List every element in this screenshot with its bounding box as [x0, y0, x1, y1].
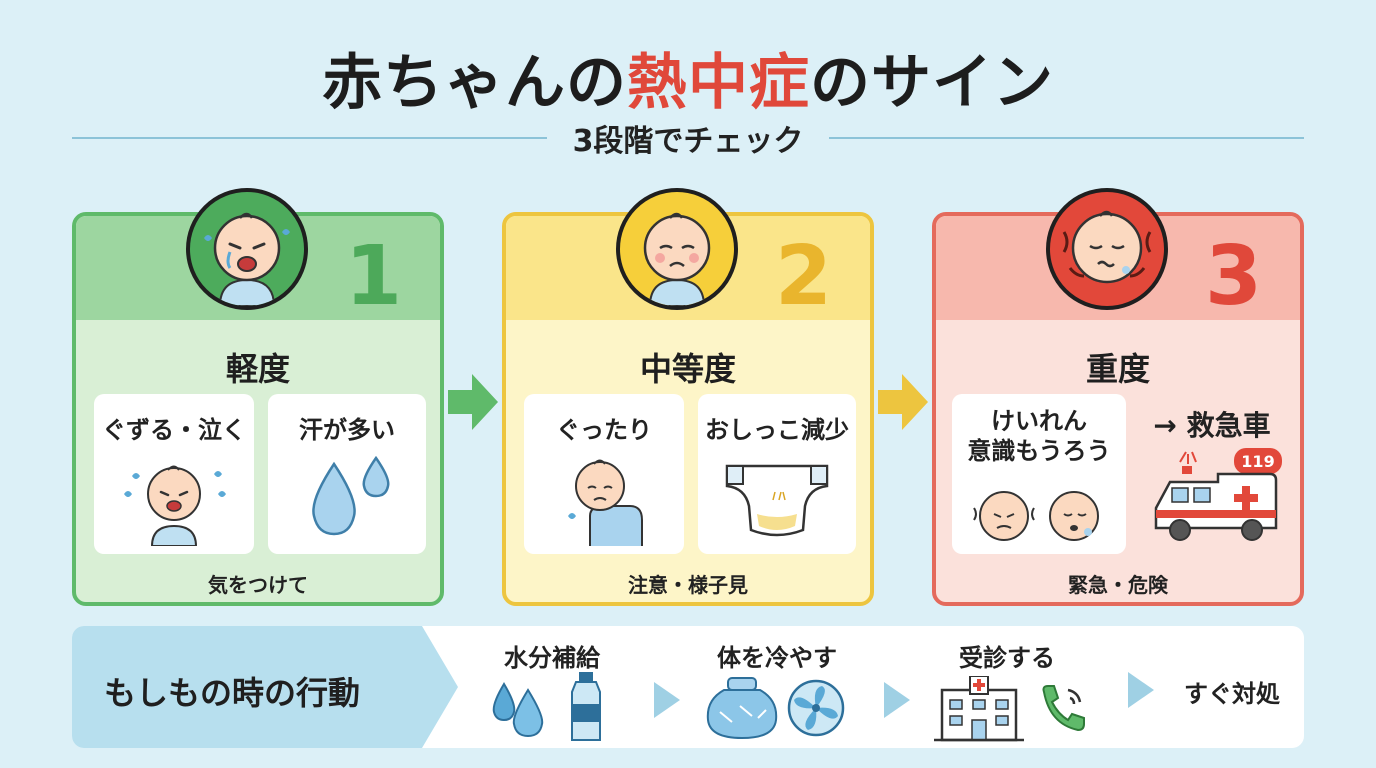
stage-card-mild: 1 軽度 ぐずる・泣く 汗が多い 気をつけて: [72, 188, 444, 606]
crying-baby-icon: [124, 465, 226, 546]
stage-level: 重度: [1085, 350, 1150, 388]
page-title: 赤ちゃんの熱中症のサイン: [0, 34, 1376, 121]
sign-label: ぐったり: [556, 416, 652, 444]
stage-number: 2: [774, 229, 832, 324]
actions-heading-chevron: [72, 626, 458, 748]
divider-right: [829, 137, 1304, 139]
stage-level: 中等度: [639, 350, 736, 388]
sweat-drops-icon: [312, 455, 390, 536]
title-highlight: 熱中症: [627, 48, 810, 118]
title-prefix: 赤ちゃんの: [322, 48, 627, 118]
stage-number: 1: [344, 229, 402, 324]
chevron-right-icon: [654, 682, 680, 718]
sign-box-seizure: けいれん 意識もうろう: [952, 394, 1126, 554]
arrow-right-icon: [878, 374, 928, 430]
limp-baby-icon: [568, 459, 643, 546]
subtitle: 3段階でチェック: [572, 124, 804, 159]
stage-advice: 気をつけて: [208, 573, 308, 597]
chevron-right-icon: [884, 682, 910, 718]
sign-box-fussy: ぐずる・泣く: [94, 394, 254, 554]
subtitle-row: 3段階でチェック: [72, 118, 1304, 159]
phone-icon: [1042, 685, 1085, 732]
call-ambulance-label: → 救急車: [1153, 409, 1271, 442]
tired-baby-avatar-icon: [616, 188, 738, 310]
sign-label: けいれん 意識もうろう: [952, 406, 1126, 466]
ambulance-number: 119: [1241, 452, 1274, 471]
sign-box-less-urine: おしっこ減少: [698, 394, 856, 554]
sign-box-limp: ぐったり: [524, 394, 684, 554]
ambulance-icon: 119: [1154, 448, 1282, 541]
ice-pack-icon: [706, 677, 778, 740]
fan-icon: [787, 679, 845, 737]
stage-card-severe: 3 重度 けいれん 意識もうろう → 救急車 119 緊急・危険: [932, 188, 1304, 606]
crying-baby-avatar-icon: [186, 188, 308, 310]
convulsing-baby-avatar-icon: [1046, 188, 1168, 310]
action-step-label: すぐ対処: [1184, 680, 1280, 708]
title-suffix: のサイン: [810, 48, 1054, 118]
sign-label: ぐずる・泣く: [102, 416, 246, 444]
water-drops-icon: [492, 682, 544, 738]
seizure-babies-icon: [973, 491, 1099, 541]
action-step-label: 受診する: [959, 644, 1055, 672]
stage-advice: 緊急・危険: [1068, 573, 1168, 597]
stage-card-moderate: 2 中等度 ぐったり おしっこ減少 注意・様子見: [502, 188, 874, 606]
hospital-icon: [934, 676, 1024, 742]
actions-heading: もしもの時の行動: [104, 674, 361, 712]
diaper-icon: [725, 464, 829, 537]
action-step-label: 水分補給: [504, 644, 600, 672]
sign-box-sweat: 汗が多い: [268, 394, 426, 554]
emergency-actions-bar: もしもの時の行動 水分補給 体を冷やす 受診する: [72, 626, 1304, 748]
divider-left: [72, 137, 547, 139]
chevron-right-icon: [1128, 672, 1154, 708]
sign-label: 汗が多い: [299, 416, 395, 444]
stage-advice: 注意・様子見: [628, 573, 748, 597]
sign-label-line2: 意識もうろう: [967, 437, 1111, 465]
water-bottle-icon: [571, 672, 601, 741]
stage-number: 3: [1204, 229, 1262, 324]
sign-label-line1: けいれん: [991, 407, 1087, 435]
stage-level: 軽度: [225, 350, 290, 388]
action-step-label: 体を冷やす: [717, 644, 837, 672]
sign-label: おしっこ減少: [705, 416, 849, 444]
arrow-right-icon: [448, 374, 498, 430]
